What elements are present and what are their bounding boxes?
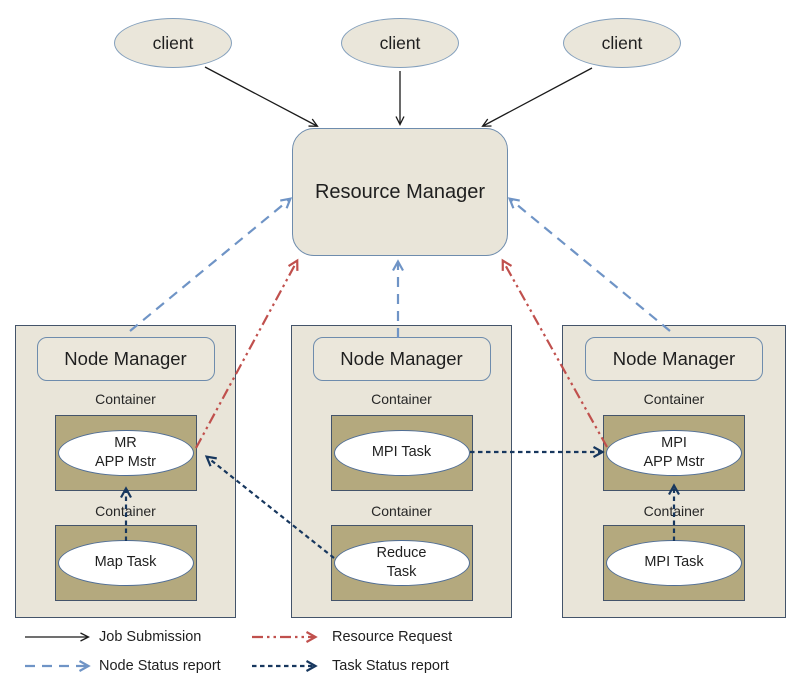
- node-manager-box-2: Node Manager Container MPI Task Containe…: [291, 325, 512, 618]
- node-manager-label: Node Manager: [612, 348, 736, 369]
- container-label: Container: [371, 503, 432, 519]
- container-box: Map Task: [54, 525, 197, 601]
- task-ellipse-mpi-task-mid: MPI Task: [333, 430, 470, 476]
- arrow-job-submission-3: [481, 67, 593, 127]
- node-manager-label: Node Manager: [340, 348, 463, 369]
- resource-manager-box: Resource Manager: [292, 128, 508, 256]
- legend-label-resource-request: Resource Request: [332, 629, 453, 645]
- container-box: MPI Task: [603, 525, 745, 601]
- container-label: Container: [643, 391, 705, 407]
- legend-label-task-status: Task Status report: [332, 658, 449, 674]
- resource-manager-label: Resource Manager: [314, 180, 486, 203]
- container-label: Container: [371, 391, 432, 407]
- container-label: Container: [95, 503, 156, 519]
- container-box: MPI APP Mstr: [603, 415, 745, 491]
- client-label: client: [152, 32, 194, 53]
- node-manager-title-2: Node Manager: [312, 337, 491, 381]
- arrow-node-status-3: [507, 197, 671, 332]
- legend-label-job-submission: Job Submission: [99, 629, 202, 645]
- container-label: Container: [643, 503, 705, 519]
- task-label-line: Task: [386, 564, 417, 580]
- task-label-line: MPI: [661, 434, 687, 451]
- arrow-node-status-1: [129, 197, 293, 332]
- node-manager-box-3: Node Manager Container MPI APP Mstr Cont…: [562, 325, 786, 618]
- client-label: client: [379, 32, 421, 53]
- container-box: MPI Task: [330, 415, 473, 491]
- node-manager-label: Node Manager: [64, 348, 187, 369]
- task-label-line: MPI Task: [644, 554, 704, 571]
- task-label-line: APP Mstr: [95, 454, 156, 470]
- node-manager-box-1: Node Manager Container MR APP Mstr Conta…: [15, 325, 236, 618]
- client-label: client: [601, 32, 643, 53]
- legend-label-node-status: Node Status report: [99, 658, 221, 674]
- client-ellipse-2: client: [341, 18, 459, 68]
- container-box: Reduce Task: [330, 525, 473, 601]
- client-ellipse-3: client: [563, 18, 681, 68]
- task-label-line: APP Mstr: [643, 454, 705, 470]
- task-ellipse-mpi-task-right: MPI Task: [606, 540, 742, 586]
- arrow-job-submission-1: [204, 66, 319, 127]
- node-manager-title-1: Node Manager: [36, 337, 215, 381]
- task-ellipse-map-task: Map Task: [57, 540, 194, 586]
- task-ellipse-mr-app-mstr: MR APP Mstr: [57, 430, 194, 476]
- container-box: MR APP Mstr: [54, 415, 197, 491]
- task-ellipse-mpi-app-mstr: MPI APP Mstr: [606, 430, 742, 476]
- task-ellipse-reduce-task: Reduce Task: [333, 540, 470, 586]
- task-label-line: Map Task: [94, 554, 157, 571]
- task-label-line: Reduce: [376, 544, 427, 561]
- task-label-line: MPI Task: [371, 444, 432, 461]
- task-label-line: MR: [114, 434, 137, 451]
- node-manager-title-3: Node Manager: [585, 337, 763, 381]
- container-label: Container: [95, 391, 156, 407]
- client-ellipse-1: client: [114, 18, 232, 68]
